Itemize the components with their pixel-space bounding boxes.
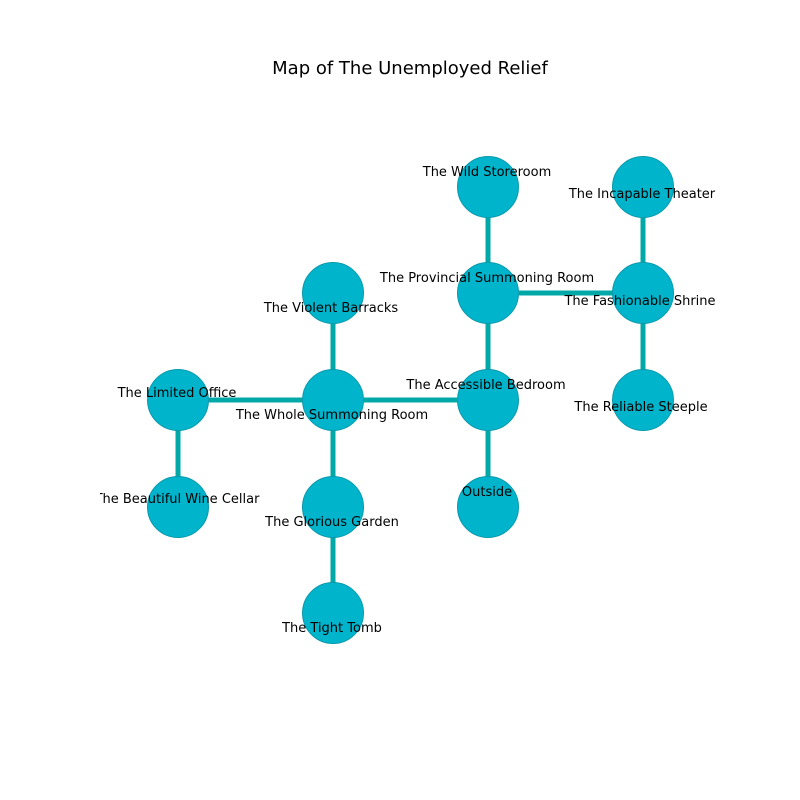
room-node-accessible_bedroom[interactable] xyxy=(457,369,519,431)
room-node-outside[interactable] xyxy=(457,476,519,538)
room-node-violent_barracks[interactable] xyxy=(302,262,364,324)
room-label-accessible_bedroom: The Accessible Bedroom xyxy=(405,378,565,393)
room-node-beautiful_wine_cellar[interactable] xyxy=(147,476,209,538)
room-label-fashionable_shrine: The Fashionable Shrine xyxy=(563,294,715,309)
room-label-wild_storeroom: The Wild Storeroom xyxy=(422,165,551,180)
room-node-provincial_summoning_room[interactable] xyxy=(457,262,519,324)
room-node-glorious_garden[interactable] xyxy=(302,476,364,538)
room-label-limited_office: The Limited Office xyxy=(117,386,237,401)
room-label-beautiful_wine_cellar: The Beautiful Wine Cellar xyxy=(94,492,261,507)
room-label-reliable_steeple: The Reliable Steeple xyxy=(573,400,707,415)
room-label-provincial_summoning_room: The Provincial Summoning Room xyxy=(379,271,594,286)
map-title: Map of The Unemployed Relief xyxy=(272,58,548,79)
room-label-incapable_theater: The Incapable Theater xyxy=(568,187,716,202)
room-label-violent_barracks: The Violent Barracks xyxy=(263,301,399,316)
room-label-glorious_garden: The Glorious Garden xyxy=(264,515,399,530)
room-node-wild_storeroom[interactable] xyxy=(457,156,519,218)
connections-layer xyxy=(175,187,646,613)
room-node-reliable_steeple[interactable] xyxy=(612,369,674,431)
room-label-whole_summoning_room: The Whole Summoning Room xyxy=(235,408,428,423)
room-node-whole_summoning_room[interactable] xyxy=(302,369,364,431)
room-node-limited_office[interactable] xyxy=(147,369,209,431)
rooms-layer xyxy=(147,156,674,644)
room-node-incapable_theater[interactable] xyxy=(612,156,674,218)
room-node-tight_tomb[interactable] xyxy=(302,582,364,644)
room-label-outside: Outside xyxy=(462,485,512,500)
room-node-fashionable_shrine[interactable] xyxy=(612,262,674,324)
room-label-tight_tomb: The Tight Tomb xyxy=(281,621,382,636)
